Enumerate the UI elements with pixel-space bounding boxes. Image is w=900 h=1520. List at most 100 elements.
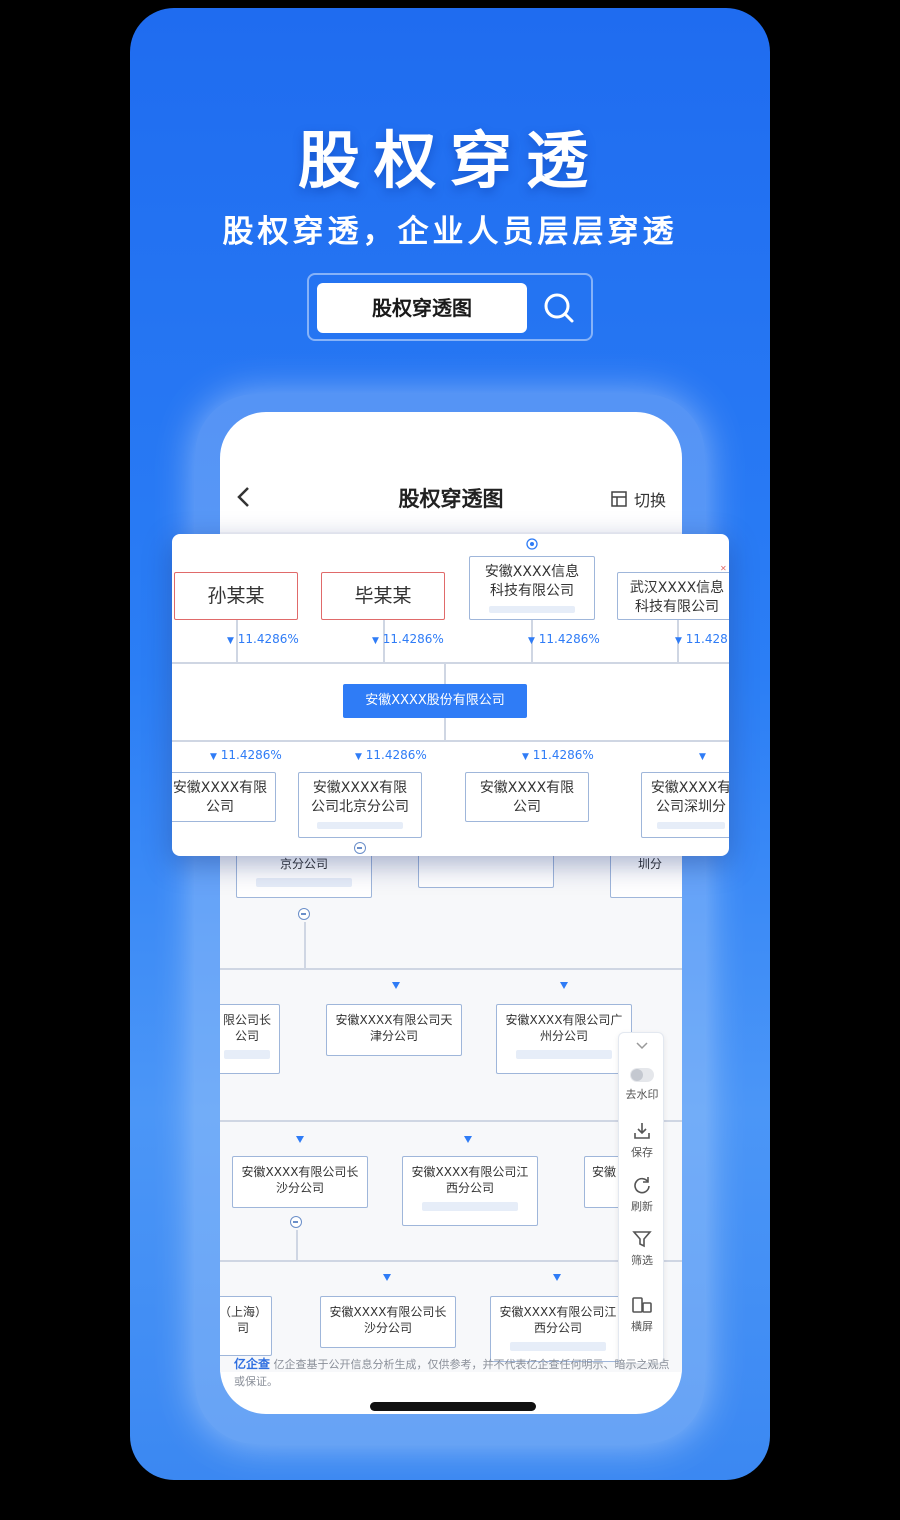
tree-node[interactable]: 安徽XXXX有限公司江西分公司 — [490, 1296, 626, 1362]
tree-node[interactable]: 安徽XXXX有限公司长沙分公司 — [232, 1156, 368, 1208]
filter-button[interactable]: 筛选 — [619, 1229, 665, 1268]
subsidiary-company[interactable]: 安徽XXXX有公司深圳分 — [641, 772, 729, 838]
shareholder-person[interactable]: 孙某某 — [174, 572, 298, 620]
tag-label: ✕ — [720, 564, 727, 573]
target-company[interactable]: 安徽XXXX股份有限公司 — [343, 684, 527, 718]
tree-node-line1: 安徽XXXX有限公司江 — [411, 1165, 529, 1179]
company-line1: 武汉XXXX信息 — [629, 580, 725, 596]
back-icon[interactable] — [234, 485, 254, 509]
connector-line — [172, 740, 729, 742]
connector-line — [236, 620, 238, 662]
share-percent-text: 11.428 — [685, 632, 728, 646]
share-percent: ▼ 11.4286% — [355, 748, 427, 762]
landscape-button[interactable]: 横屏 — [619, 1295, 665, 1334]
tree-node-line1: 安徽XXXX有限公司江 — [499, 1305, 617, 1319]
share-percent-text: 11.4286% — [538, 632, 600, 646]
share-percent: ▼ 11.4286% — [372, 632, 444, 646]
remove-watermark-button[interactable]: 去水印 — [619, 1067, 665, 1102]
tree-node[interactable]: 限公司长公司 — [220, 1004, 280, 1074]
promo-subtitle: 股权穿透，企业人员层层穿透 — [222, 214, 678, 250]
app-nav-bar: 股权穿透图 切换 — [220, 467, 682, 527]
arrow-icon — [383, 1274, 391, 1281]
shareholder-person[interactable]: 毕某某 — [321, 572, 445, 620]
tree-node[interactable]: 安徽XXXX有限公司江西分公司 — [402, 1156, 538, 1226]
collapse-icon[interactable] — [290, 1216, 302, 1228]
subsidiary-company[interactable]: 安徽XXXX有限公司 — [465, 772, 589, 822]
collapse-icon[interactable] — [354, 842, 366, 854]
tree-node-line2: 圳分 — [637, 857, 662, 871]
arrow-icon — [464, 1136, 472, 1143]
tree-node-line1: 安徽XXXX有限公司长 — [329, 1305, 447, 1319]
blurred-text — [515, 1050, 613, 1059]
connector-line — [444, 718, 446, 740]
tree-node[interactable]: （上海） 司 — [220, 1296, 272, 1356]
arrow-icon — [392, 982, 400, 989]
blurred-text — [421, 1202, 519, 1211]
tree-node[interactable]: 安徽XXXX有限公司长沙分公司 — [320, 1296, 456, 1348]
blurred-text — [488, 606, 576, 613]
arrow-icon — [296, 1136, 304, 1143]
share-percent-text: 11.4286% — [532, 748, 594, 762]
company-line2: 公司 — [206, 799, 234, 815]
tree-node-line1: 安徽XXXX有限公司天 — [335, 1013, 453, 1027]
share-percent-text: 11.4286% — [237, 632, 299, 646]
tree-node-line1: 限公司长 — [222, 1013, 271, 1027]
tree-node-line2: 西分公司 — [533, 1321, 582, 1335]
tree-node-line1: （上海） — [220, 1305, 267, 1319]
connector-line — [172, 662, 729, 664]
tree-node-line1: 安徽XXXX有限公司长 — [241, 1165, 359, 1179]
tree-node[interactable]: 安徽XXXX有限公司天津分公司 — [326, 1004, 462, 1056]
side-toolbar: 去水印 保存 刷新 筛选 横屏 — [618, 1032, 664, 1364]
subsidiary-company[interactable]: 安徽XXXX有限公司 — [172, 772, 276, 822]
share-percent-text: 11.4286% — [382, 632, 444, 646]
layout-switch-icon — [611, 491, 627, 507]
refresh-button[interactable]: 刷新 — [619, 1175, 665, 1214]
search-box-label[interactable]: 股权穿透图 — [317, 283, 527, 333]
tool-label: 去水印 — [625, 1088, 659, 1101]
company-line1: 安徽XXXX有限 — [172, 780, 268, 796]
brand-logo: 亿企查 — [234, 1357, 271, 1371]
switch-button[interactable]: 切换 — [610, 487, 666, 511]
company-line2: 科技有限公司 — [635, 599, 719, 615]
tree-node-line2: 司 — [236, 1321, 249, 1335]
zoomed-equity-card: 孙某某 毕某某 安徽XXXX信息科技有限公司 武汉XXXX信息科技有限公司 ✕ … — [172, 534, 729, 856]
tree-node-line1: 安徽XXXX有限公司广 — [505, 1013, 623, 1027]
tree-node-line2: 沙分公司 — [275, 1181, 324, 1195]
share-percent: ▼ 11.4286% — [227, 632, 299, 646]
company-line2: 公司 — [513, 799, 541, 815]
company-line2: 公司深圳分 — [656, 799, 726, 815]
share-percent: ▼ 11.4286% — [210, 748, 282, 762]
save-button[interactable]: 保存 — [619, 1121, 665, 1160]
promo-title: 股权穿透 — [297, 124, 602, 197]
blurred-text — [223, 1050, 271, 1059]
company-line2: 科技有限公司 — [490, 583, 574, 599]
subsidiary-company[interactable]: 安徽XXXX有限公司北京分公司 — [298, 772, 422, 838]
collapse-icon[interactable] — [298, 908, 310, 920]
chevron-down-icon[interactable] — [635, 1041, 649, 1051]
shareholder-company[interactable]: 武汉XXXX信息科技有限公司 — [617, 572, 729, 620]
tree-node-line2: 京分公司 — [279, 857, 328, 871]
tree-node[interactable]: 安徽XXXX有限公司广州分公司 — [496, 1004, 632, 1074]
switch-label: 切换 — [633, 491, 666, 510]
tool-label: 保存 — [631, 1146, 653, 1159]
search-icon[interactable] — [541, 290, 577, 326]
company-line2: 公司北京分公司 — [311, 799, 409, 815]
search-bar[interactable]: 股权穿透图 — [307, 273, 593, 341]
tree-node-line2: 津分公司 — [369, 1029, 418, 1043]
connector-line — [304, 922, 306, 968]
expand-icon[interactable] — [526, 538, 538, 550]
arrow-icon — [560, 982, 568, 989]
tree-node-line1: 安徽 — [591, 1165, 616, 1179]
blurred-text — [317, 822, 403, 829]
company-line1: 安徽XXXX信息 — [484, 564, 580, 580]
page-title: 股权穿透图 — [398, 487, 504, 511]
share-percent: ▼ 11.4286% — [522, 748, 594, 762]
share-percent: ▼ 11.4286% — [528, 632, 600, 646]
blurred-text — [255, 878, 353, 887]
tree-node-line2: 公司 — [234, 1029, 259, 1043]
disclaimer: 亿企查 亿企查基于公开信息分析生成，仅供参考，并不代表亿企查任何明示、暗示之观点… — [234, 1356, 674, 1390]
shareholder-company[interactable]: 安徽XXXX信息科技有限公司 — [469, 556, 595, 620]
blurred-text — [509, 1342, 607, 1351]
download-icon — [634, 1123, 650, 1139]
tree-node[interactable]: 安徽 — [584, 1156, 624, 1208]
